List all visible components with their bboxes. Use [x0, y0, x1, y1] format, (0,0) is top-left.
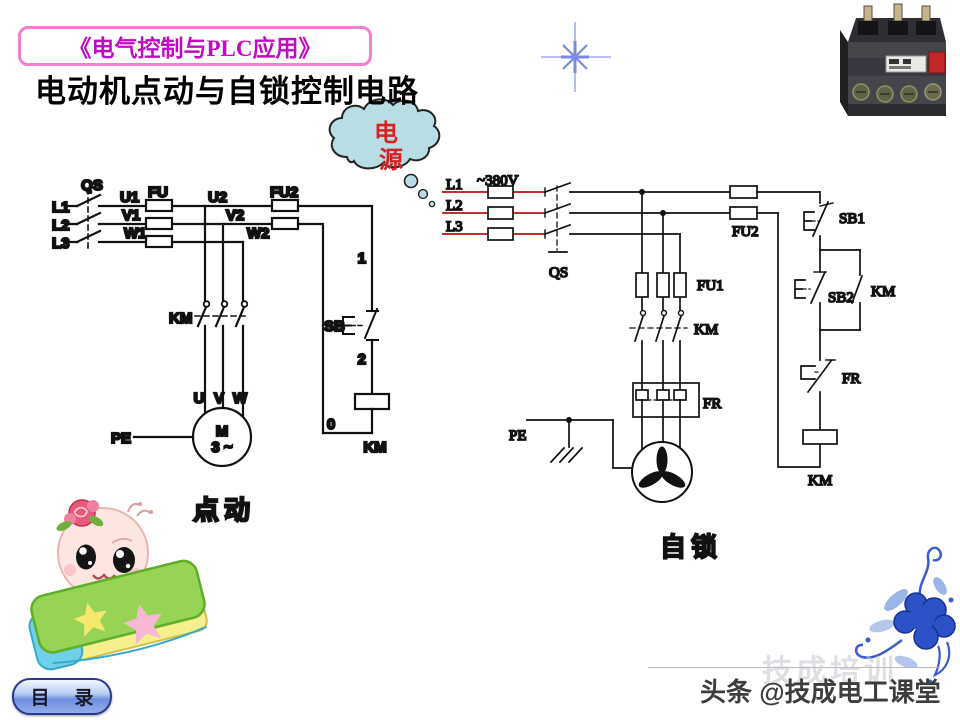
- caption-jog: 点动: [193, 495, 255, 525]
- label-node-1: 1: [358, 250, 366, 267]
- ghost-watermark: 技成培训: [762, 655, 898, 688]
- label-voltage: ~380V: [477, 173, 519, 189]
- label-w: W: [233, 390, 248, 407]
- mascot-eye: [76, 544, 96, 570]
- label-node-0: 0: [327, 416, 335, 433]
- label-r-km-coil: KM: [808, 473, 832, 489]
- label-r-l2: L2: [446, 198, 463, 214]
- label-l3: L3: [52, 235, 70, 252]
- label-l1: L1: [52, 199, 70, 216]
- ornament-flower: [893, 592, 956, 650]
- label-r-km-main: KM: [694, 322, 718, 338]
- label-km-coil: KM: [363, 439, 386, 456]
- power-cloud: 电 源: [328, 98, 441, 208]
- label-r-pe: PE: [509, 428, 527, 444]
- course-badge-label: 《电气控制与PLC应用》: [68, 36, 322, 61]
- label-u: U: [194, 390, 205, 407]
- cloud-bubble: [428, 200, 436, 208]
- mascot-illustration: [28, 499, 208, 671]
- sb2-start-button: [794, 249, 827, 331]
- sparkle-icon: [541, 22, 611, 92]
- qs-switch: [543, 181, 572, 253]
- book: [28, 559, 208, 671]
- course-badge: 《电气控制与PLC应用》: [18, 26, 372, 66]
- label-sb1: SB1: [839, 211, 865, 227]
- label-l2: L2: [52, 217, 70, 234]
- label-fu2: FU2: [270, 184, 298, 201]
- label-fu: FU: [148, 184, 168, 201]
- right-circuit-diagram: ~380V L1 L2 L3 QS FU2 FU1 KM SB1 SB2 KM …: [442, 172, 896, 563]
- label-km-aux: KM: [871, 284, 895, 300]
- page-title: 电动机点动与自锁控制电路: [35, 74, 419, 109]
- toc-button[interactable]: 目 录: [12, 678, 112, 715]
- corner-ornament: [854, 546, 956, 685]
- fuse-fu2-right: [729, 185, 758, 220]
- thermal-relay-photo: [840, 3, 946, 116]
- label-r-l1: L1: [446, 177, 463, 193]
- label-fr-heater: FR: [703, 396, 721, 412]
- credit-watermark: 头条 @技成电工课堂: [700, 677, 941, 707]
- cloud-label-power-1: 电: [374, 120, 398, 147]
- motor-fan-symbol: [631, 441, 693, 503]
- label-r-qs: QS: [549, 265, 568, 281]
- label-v2: V2: [226, 207, 244, 224]
- label-u1: U1: [120, 189, 139, 206]
- label-r-fu2: FU2: [732, 224, 759, 240]
- label-r-l3: L3: [446, 219, 463, 235]
- fuse-fu2: [270, 198, 300, 231]
- label-sb2: SB2: [828, 290, 854, 306]
- label-motor-phase: 3 ~: [211, 439, 233, 456]
- cloud-label-power-2: 源: [379, 147, 403, 174]
- label-r-fu1: FU1: [697, 278, 724, 294]
- fuse-fu1: [635, 272, 687, 298]
- label-qs: QS: [81, 177, 103, 194]
- left-circuit-diagram: QS L1 L2 L3 U1 V1 W1 FU U2 V2 W2 FU2 KM …: [51, 176, 391, 526]
- label-u2: U2: [208, 189, 227, 206]
- cloud-bubble: [403, 173, 419, 189]
- mascot-eye: [113, 547, 135, 573]
- fr-nc-contact: [800, 359, 836, 394]
- km-main-contacts: [194, 300, 249, 328]
- label-w1: W1: [124, 225, 147, 242]
- rose-flower: [56, 499, 104, 531]
- label-motor-m: M: [216, 423, 229, 440]
- earth-ground: [526, 417, 633, 469]
- sb1-stop-button: [803, 200, 834, 238]
- label-km-contacts: KM: [169, 310, 192, 327]
- km-main-contacts-right: [629, 309, 688, 343]
- label-pe: PE: [111, 430, 131, 447]
- label-v: V: [214, 390, 224, 407]
- km-coil-right: [802, 429, 838, 445]
- supply-fuses: [487, 185, 514, 241]
- caption-selflock: 自锁: [660, 532, 722, 562]
- label-node-2: 2: [358, 351, 366, 368]
- fr-heater: [632, 382, 700, 418]
- km-aux-contact: [850, 249, 864, 331]
- footer-divider: [648, 667, 940, 668]
- label-fr-contact: FR: [842, 371, 860, 387]
- sb-pushbutton: [342, 307, 379, 341]
- label-sb: SB: [324, 318, 345, 335]
- fuse-fu: [144, 198, 174, 249]
- label-w2: W2: [247, 225, 270, 242]
- cloud-bubble: [417, 188, 429, 200]
- label-v1: V1: [122, 207, 140, 224]
- km-coil: [353, 392, 391, 411]
